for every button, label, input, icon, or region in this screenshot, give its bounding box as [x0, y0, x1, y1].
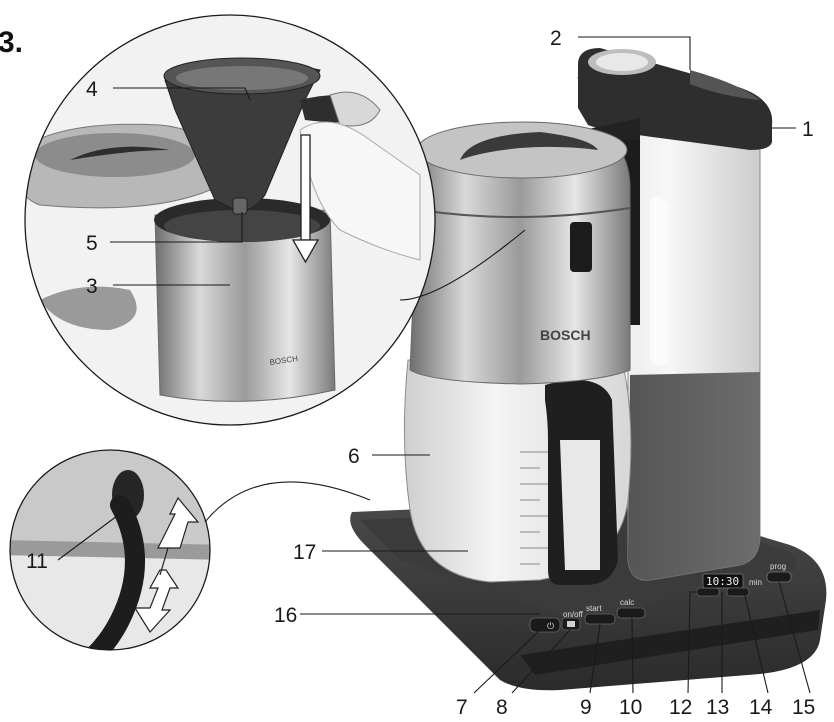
- thermo-jug: BOSCH: [403, 121, 632, 585]
- figure-label: 3.: [0, 26, 23, 59]
- callout-16: 16: [274, 604, 297, 627]
- aroma-icon: [567, 621, 575, 627]
- display-time: 10:30: [706, 575, 739, 588]
- minute-button[interactable]: [726, 587, 750, 597]
- callout-2: 2: [550, 27, 562, 50]
- zoom-detail-filter: BOSCH: [24, 14, 526, 426]
- callout-15: 15: [792, 696, 815, 719]
- jug-scale: [520, 451, 550, 565]
- callout-leaders: [57, 36, 811, 694]
- callout-10: 10: [619, 696, 642, 719]
- on-off-button[interactable]: [529, 617, 561, 633]
- callout-6: 6: [348, 445, 360, 468]
- time-display: [702, 573, 744, 589]
- hour-button[interactable]: [696, 587, 720, 597]
- prog-label: prog: [770, 562, 786, 571]
- start-label: start: [586, 604, 602, 613]
- on-off-label: on/off: [563, 610, 584, 619]
- callout-17: 17: [293, 541, 316, 564]
- callout-13: 13: [706, 696, 729, 719]
- control-panel: ⏻ on/off start calc 10:30 min prog: [529, 562, 792, 633]
- callout-1: 1: [802, 118, 814, 141]
- callout-9: 9: [580, 696, 592, 719]
- callout-14: 14: [749, 696, 773, 719]
- water-tank: [576, 77, 761, 581]
- callout-11: 11: [26, 550, 48, 573]
- zoom-detail-cable: [9, 449, 371, 651]
- min-label: min: [749, 578, 762, 587]
- callout-labels: 1 2 3 4 5 6 7 8 9 10 11 12 13 14 15 16 1…: [26, 27, 815, 719]
- callout-3: 3: [86, 275, 98, 298]
- power-icon: ⏻: [547, 621, 554, 632]
- callout-8: 8: [496, 696, 508, 719]
- start-button[interactable]: [584, 613, 616, 625]
- callout-7: 7: [456, 696, 468, 719]
- callout-4: 4: [86, 78, 98, 101]
- callout-12: 12: [669, 696, 692, 719]
- zoom-brand-logo: BOSCH: [269, 354, 299, 367]
- callout-5: 5: [86, 232, 98, 255]
- calc-button[interactable]: [616, 607, 646, 619]
- brand-logo: BOSCH: [540, 327, 591, 343]
- calc-label: calc: [620, 598, 634, 607]
- prog-button[interactable]: [766, 571, 792, 583]
